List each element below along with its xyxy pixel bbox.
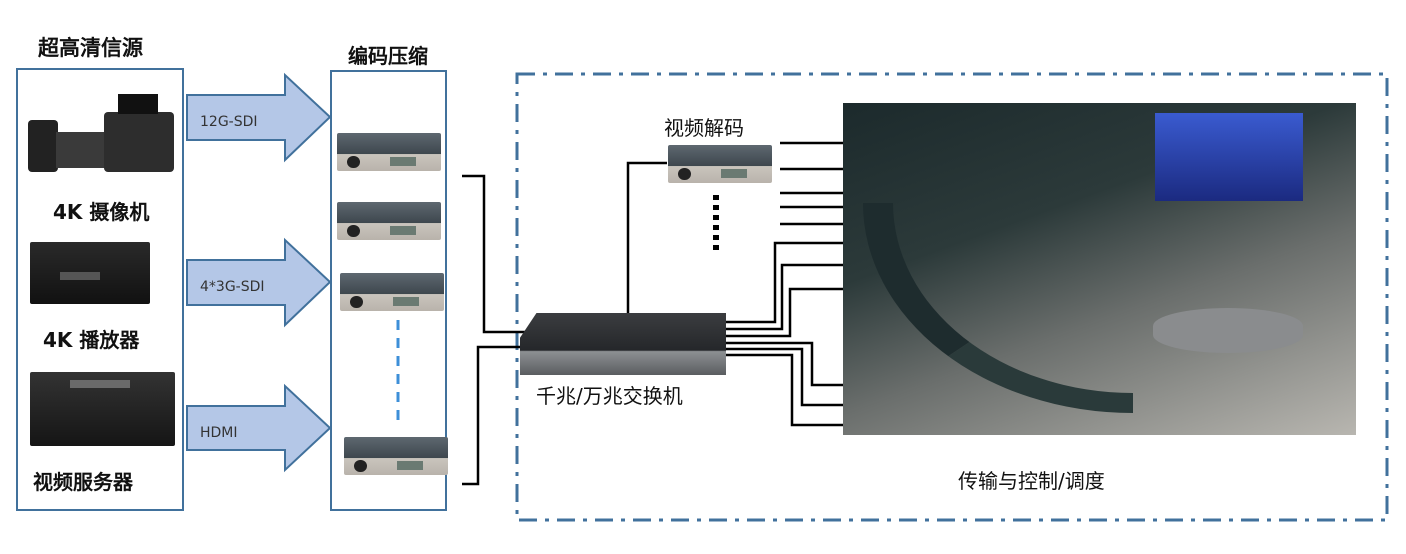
monitor-wall: [863, 203, 1133, 413]
arrow-hdmi: [186, 383, 332, 473]
encoder-title: 编码压缩: [348, 44, 428, 68]
decoder-ellipsis-dots: [713, 195, 719, 250]
arrow-label-3g-sdi: 4*3G-SDI: [200, 279, 265, 295]
control-label: 传输与控制/调度: [958, 469, 1105, 493]
sources-title: 超高清信源: [38, 36, 143, 60]
arrow-label-12g-sdi: 12G-SDI: [200, 114, 258, 130]
encoder-device: [337, 133, 441, 171]
camera-label: 4K 摄像机: [53, 200, 150, 224]
encoder-box: [330, 70, 447, 511]
arrow-12g-sdi: [186, 72, 332, 163]
switch-image: [520, 313, 726, 375]
console-desk: [1153, 308, 1303, 353]
encoder-device: [344, 437, 448, 475]
sources-box: [16, 68, 184, 511]
encoder-device: [337, 202, 441, 240]
decoder-title: 视频解码: [664, 116, 744, 140]
video-wall-screen: [1155, 113, 1303, 201]
arrow-label-hdmi: HDMI: [200, 425, 238, 441]
arrow-3g-sdi: [186, 237, 332, 328]
player-image: [30, 242, 150, 304]
switch-label: 千兆/万兆交换机: [536, 384, 683, 408]
decoder-device: [668, 145, 772, 183]
server-image: [30, 372, 175, 446]
server-label: 视频服务器: [33, 470, 133, 494]
camera-image: [28, 92, 176, 184]
transmission-control-region: [515, 72, 1389, 522]
encoder-device: [340, 273, 444, 311]
player-label: 4K 播放器: [43, 328, 140, 352]
control-room-photo: [843, 103, 1356, 435]
